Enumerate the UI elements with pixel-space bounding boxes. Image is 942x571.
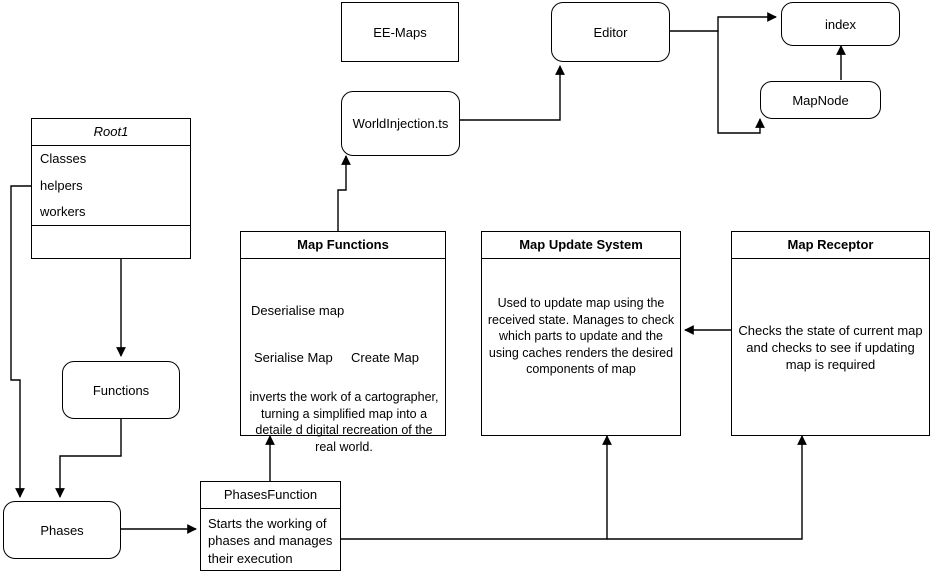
label-create-map[interactable]: Create Map <box>351 350 419 366</box>
edge-mapfunctions-to-worldinjection <box>337 155 351 231</box>
map-functions-description: inverts the work of a cartographer, turn… <box>249 390 439 454</box>
edge-editor-to-mapnode <box>717 31 765 134</box>
node-editor-label: Editor <box>593 24 628 40</box>
edge-phasesfunction-to-mapreceptor <box>607 435 807 540</box>
node-root1[interactable]: Root1 Classes helpers workers <box>31 118 191 259</box>
node-functions[interactable]: Functions <box>62 361 180 419</box>
node-root1-row-workers[interactable]: workers <box>40 203 86 219</box>
node-phases-label: Phases <box>40 522 84 538</box>
node-map-receptor-title: Map Receptor <box>732 232 929 260</box>
node-ee-maps[interactable]: EE-Maps <box>341 2 459 62</box>
node-ee-maps-label: EE-Maps <box>373 24 427 40</box>
edge-functions-to-phases <box>55 419 122 498</box>
edge-editor-to-index <box>670 12 777 32</box>
label-serialise-map[interactable]: Serialise Map <box>254 350 333 366</box>
node-map-functions[interactable]: Map Functions Deserialise map Serialise … <box>240 231 446 454</box>
node-index-label: index <box>824 16 857 32</box>
node-worldinjection-label: WorldInjection.ts <box>352 116 449 131</box>
map-update-system-description: Used to update map using the received st… <box>487 296 675 377</box>
node-map-receptor-body: Checks the state of current map and chec… <box>732 259 929 437</box>
map-receptor-description: Checks the state of current map and chec… <box>738 323 923 372</box>
node-root1-row-classes[interactable]: Classes <box>40 151 87 167</box>
node-mapnode-label: MapNode <box>792 92 849 108</box>
node-root1-rows: Classes helpers workers <box>32 146 190 253</box>
node-root1-title: Root1 <box>32 119 190 147</box>
node-phasesfunction-body: Starts the working of phases and manages… <box>208 516 333 566</box>
label-deserialise-map[interactable]: Deserialise map <box>251 303 345 319</box>
node-functions-label: Functions <box>92 382 150 398</box>
edge-root1-to-phases <box>10 185 31 498</box>
node-map-update-system-body: Used to update map using the received st… <box>482 259 680 437</box>
node-map-functions-body: Deserialise map Serialise Map Create Map… <box>241 259 445 454</box>
node-index[interactable]: index <box>781 2 900 46</box>
edge-worldinjection-to-editor <box>460 65 565 121</box>
node-phases[interactable]: Phases <box>3 501 121 559</box>
node-root1-row-helpers[interactable]: helpers <box>40 177 83 193</box>
node-map-update-system-title: Map Update System <box>482 232 680 260</box>
node-worldinjection[interactable]: WorldInjection.ts <box>341 91 460 156</box>
node-map-update-system[interactable]: Map Update System Used to update map usi… <box>481 231 681 436</box>
node-editor[interactable]: Editor <box>551 2 670 62</box>
node-phasesfunction-title: PhasesFunction <box>201 482 340 510</box>
node-map-receptor[interactable]: Map Receptor Checks the state of current… <box>731 231 930 436</box>
node-map-functions-title: Map Functions <box>241 232 445 260</box>
node-mapnode[interactable]: MapNode <box>760 81 881 119</box>
node-phasesfunction[interactable]: PhasesFunction Starts the working of pha… <box>200 481 341 571</box>
node-root1-empty-compartment <box>32 225 190 253</box>
